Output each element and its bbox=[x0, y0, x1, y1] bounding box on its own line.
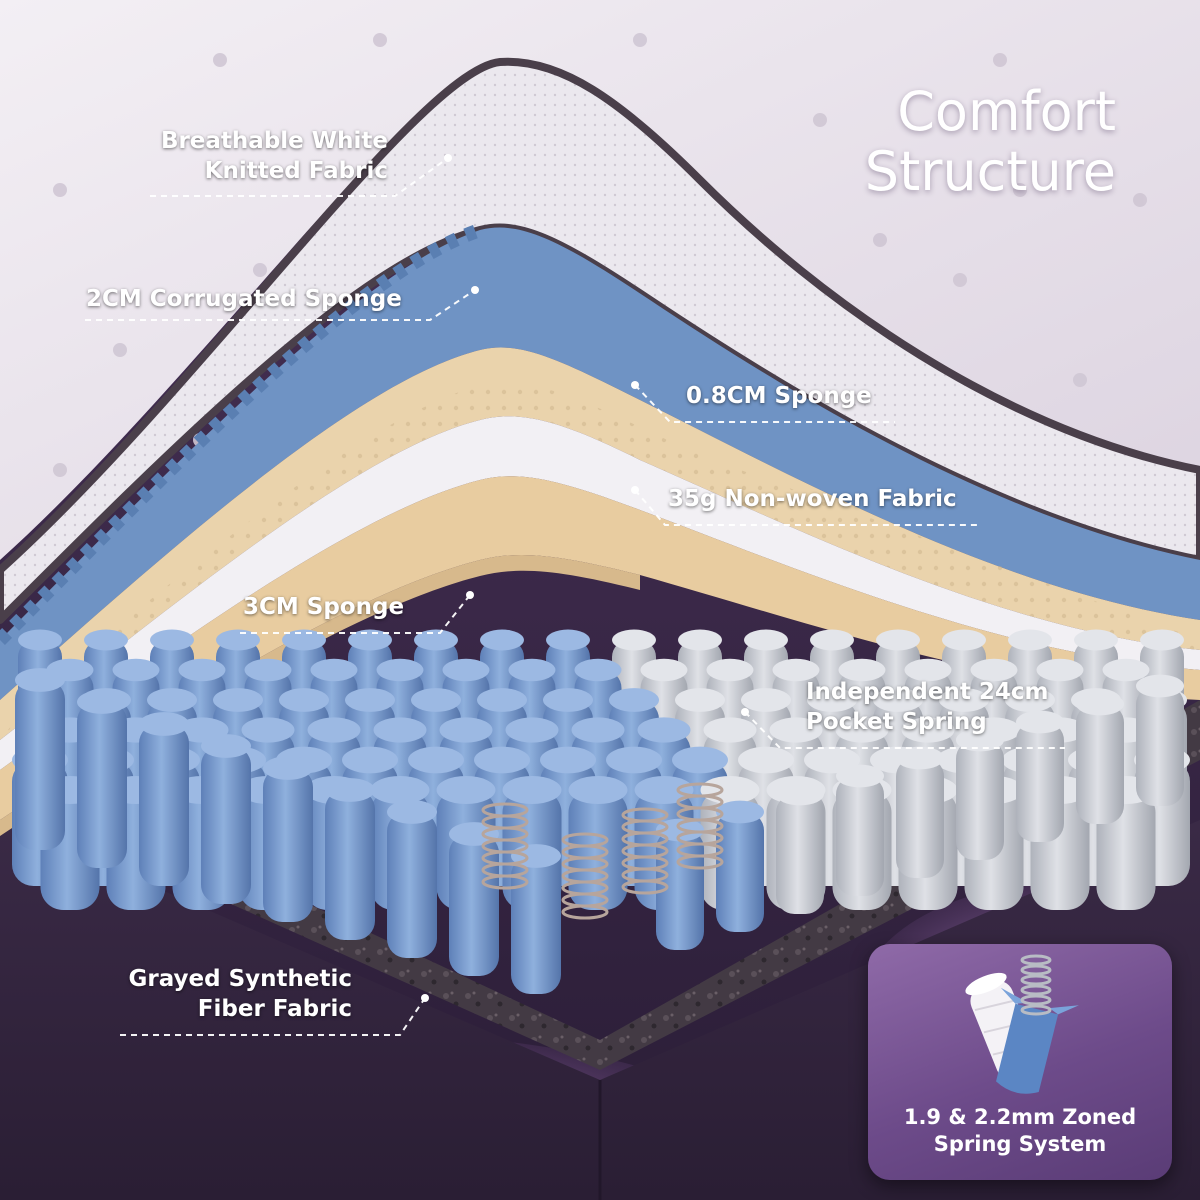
spring-pocket bbox=[449, 822, 499, 976]
label-fiber-fabric: Grayed Synthetic Fiber Fabric bbox=[100, 964, 352, 1024]
spring-pocket bbox=[836, 764, 884, 896]
inset-caption-line-2: Spring System bbox=[933, 1132, 1107, 1156]
spring-pocket bbox=[1016, 710, 1064, 842]
spring-pocket bbox=[139, 712, 189, 886]
label-knitted-fabric: Breathable White Knitted Fabric bbox=[140, 126, 388, 186]
title-line-2: Structure bbox=[864, 140, 1116, 203]
pocket-spring-grid bbox=[12, 629, 1190, 994]
label-corrugated-sponge: 2CM Corrugated Sponge bbox=[86, 286, 402, 312]
page-title: Comfort Structure bbox=[865, 82, 1116, 202]
spring-pocket-icon bbox=[965, 954, 1079, 1094]
zoned-spring-inset: 1.9 & 2.2mm Zoned Spring System bbox=[868, 944, 1172, 1180]
spring-pocket bbox=[568, 775, 628, 910]
spring-pocket bbox=[387, 800, 437, 958]
spring-pocket bbox=[656, 818, 704, 950]
spring-coil bbox=[621, 879, 669, 895]
label-sponge-08: 0.8CM Sponge bbox=[686, 383, 872, 409]
spring-coil bbox=[561, 904, 609, 920]
spring-coil bbox=[481, 874, 529, 890]
spring-pocket bbox=[1076, 692, 1124, 824]
inset-caption: 1.9 & 2.2mm Zoned Spring System bbox=[868, 1104, 1172, 1158]
inset-caption-line-1: 1.9 & 2.2mm Zoned bbox=[903, 1105, 1137, 1129]
label-sponge-3cm: 3CM Sponge bbox=[243, 594, 405, 620]
spring-pocket bbox=[716, 800, 764, 932]
spring-pocket bbox=[77, 690, 127, 868]
spring-pocket bbox=[201, 734, 251, 904]
label-pocket-spring-line-2: Pocket Spring bbox=[806, 709, 987, 735]
spring-pocket bbox=[1136, 674, 1184, 806]
title-line-1: Comfort bbox=[897, 80, 1116, 143]
label-knitted-fabric-line-1: Breathable White bbox=[160, 128, 388, 154]
label-pocket-spring: Independent 24cm Pocket Spring bbox=[806, 677, 1048, 737]
spring-pocket bbox=[325, 778, 375, 940]
label-fiber-fabric-line-2: Fiber Fabric bbox=[197, 996, 352, 1022]
spring-pocket bbox=[776, 782, 824, 914]
spring-pocket bbox=[15, 668, 65, 850]
spring-pocket bbox=[896, 746, 944, 878]
label-knitted-fabric-line-2: Knitted Fabric bbox=[204, 158, 388, 184]
label-fiber-fabric-line-1: Grayed Synthetic bbox=[128, 966, 352, 992]
spring-pocket bbox=[956, 728, 1004, 860]
spring-pocket bbox=[263, 756, 313, 922]
spring-coil bbox=[676, 854, 724, 870]
label-pocket-spring-line-1: Independent 24cm bbox=[806, 679, 1049, 705]
label-non-woven-fabric: 35g Non-woven Fabric bbox=[668, 486, 957, 512]
